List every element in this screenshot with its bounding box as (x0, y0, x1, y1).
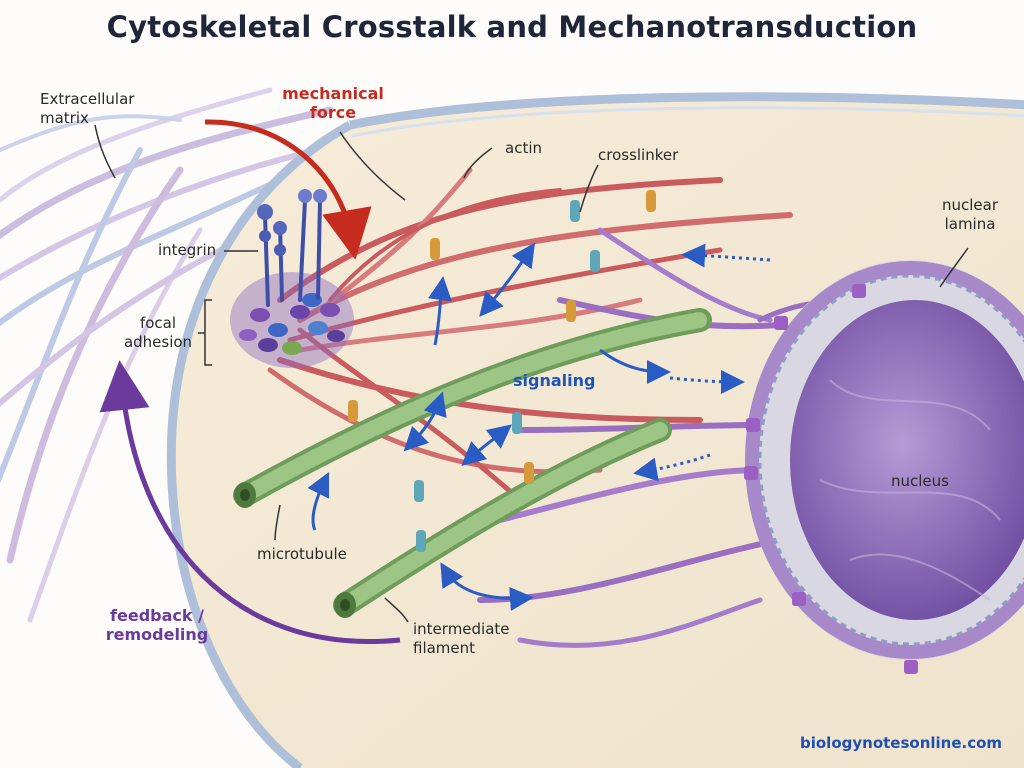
label-actin: actin (505, 139, 542, 157)
feedback-arrow (99, 360, 401, 644)
signaling-arrows (307, 242, 771, 611)
microtubules (233, 308, 712, 618)
label-extracellular-matrix: Extracellular matrix (40, 90, 135, 127)
label-nuclear-lamina: nuclear lamina (941, 196, 998, 233)
label-mechanical-force: mechanical force (282, 84, 384, 122)
label-nucleus: nucleus (891, 472, 949, 490)
label-integrin: integrin (158, 241, 217, 259)
label-focal-adhesion: focal adhesion (123, 314, 193, 351)
label-signaling: signaling (513, 371, 596, 390)
crosslinkers (348, 190, 656, 552)
nucleus-structure (745, 260, 1024, 660)
diagram-title: Cytoskeletal Crosstalk and Mechanotransd… (106, 10, 918, 44)
extracellular-matrix (0, 87, 363, 623)
label-feedback-remodeling: feedback / remodeling (105, 606, 209, 644)
lamina-anchors (744, 284, 918, 674)
focal-adhesion-cluster (230, 272, 354, 368)
label-microtubule: microtubule (257, 545, 347, 563)
mechanical-force-arrow (204, 119, 372, 260)
label-intermediate-filament: intermediate filament (413, 620, 510, 657)
label-crosslinker: crosslinker (598, 146, 679, 164)
integrin-receptors (257, 189, 327, 307)
watermark-text: biologynotesonline.com (800, 734, 1003, 752)
label-leader-lines (94, 124, 969, 623)
